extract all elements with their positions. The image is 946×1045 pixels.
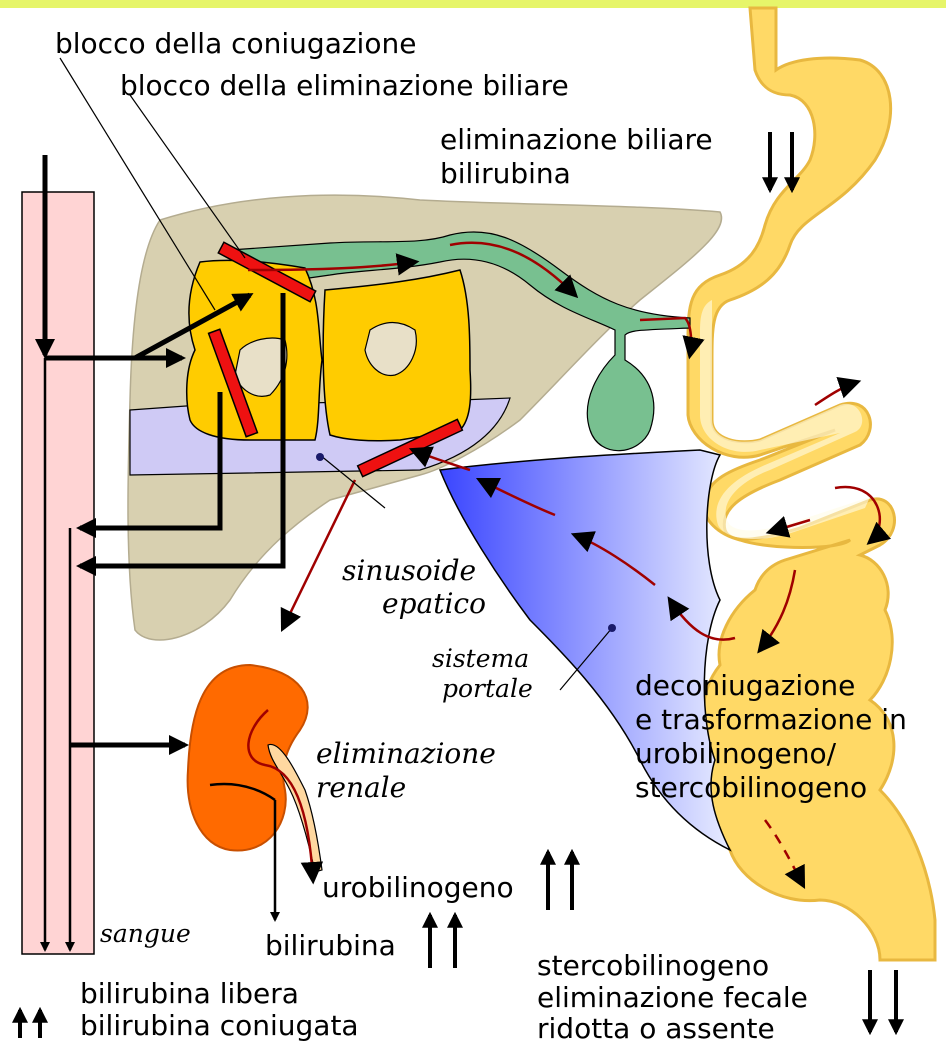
intestine-lumen [700,300,870,539]
portal-pointer-dot [608,624,616,632]
label-renal-1: eliminazione [316,738,496,770]
label-block-conjugation: blocco della coniugazione [55,28,416,60]
label-block-biliary: blocco della eliminazione biliare [120,70,569,102]
label-blood: sangue [100,918,191,950]
label-portal-2: portale [442,673,533,705]
label-fecal-1: stercobilinogeno [537,950,769,982]
label-bilirubin-urine: bilirubina [265,930,396,962]
label-deconjugation-4: stercobilinogeno [635,772,867,804]
label-renal-2: renale [316,772,406,804]
label-conjugated-bilirubin: bilirubina coniugata [80,1010,359,1042]
label-fecal-3: ridotta o assente [537,1013,775,1045]
label-free-bilirubin: bilirubina libera [80,978,299,1010]
label-deconjugation-2: e trasformazione in [635,704,907,736]
intestine [688,8,935,960]
label-biliary-elimination-1: eliminazione biliare [440,124,713,156]
sinusoid-pointer-dot [316,453,324,461]
label-sinusoid-2: epatico [382,588,486,620]
label-sinusoid-1: sinusoide [342,555,476,587]
kidney [188,665,308,850]
label-fecal-2: eliminazione fecale [537,982,808,1014]
label-urobilinogen: urobilinogeno [322,872,514,904]
label-biliary-elimination-2: bilirubina [440,158,571,190]
blood-vessel [22,192,94,954]
label-deconjugation-3: urobilinogeno/ [635,738,836,770]
label-deconjugation-1: deconiugazione [635,670,855,702]
label-portal-1: sistema [432,643,529,675]
